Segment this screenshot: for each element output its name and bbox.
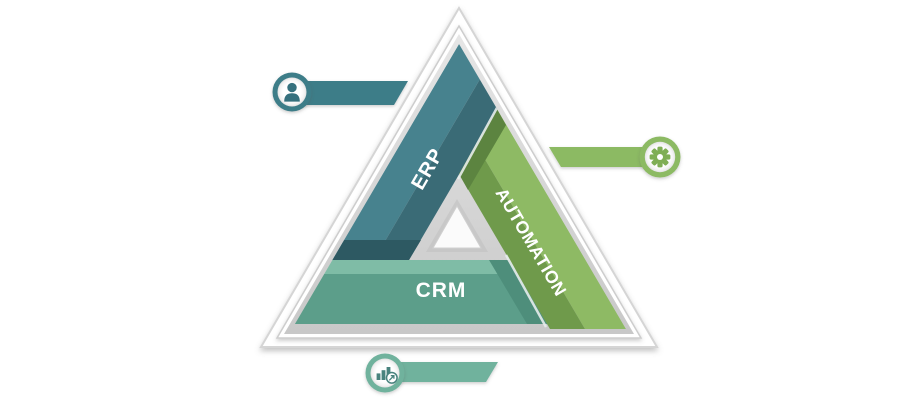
person-callout-bar [292, 81, 408, 105]
center-triangle [432, 204, 482, 249]
up-arrow-icon [388, 375, 395, 381]
erp-band-end-shadow [332, 240, 421, 260]
crm-band-end-shadow [489, 260, 547, 324]
automation-band-end-shadow [459, 109, 506, 190]
growth-callout-bar [385, 362, 498, 382]
gear-callout-bar [549, 147, 660, 167]
automation-band-dark [459, 144, 585, 329]
crm-automation-gap [504, 254, 548, 328]
crm-label: CRM [416, 279, 467, 302]
growth-chart-icon [376, 367, 398, 384]
growth-callout-circle [365, 353, 405, 393]
gear-icon-hub [657, 154, 663, 160]
erp-band-dark [374, 62, 516, 260]
erp-automation-gap [456, 105, 500, 180]
person-callout-circle [272, 72, 312, 112]
person-icon [284, 82, 300, 102]
ribbon-bands [292, 44, 626, 329]
gear-callout-circle [639, 136, 681, 178]
erp-band-light [332, 44, 490, 260]
automation-band-light [476, 109, 626, 329]
